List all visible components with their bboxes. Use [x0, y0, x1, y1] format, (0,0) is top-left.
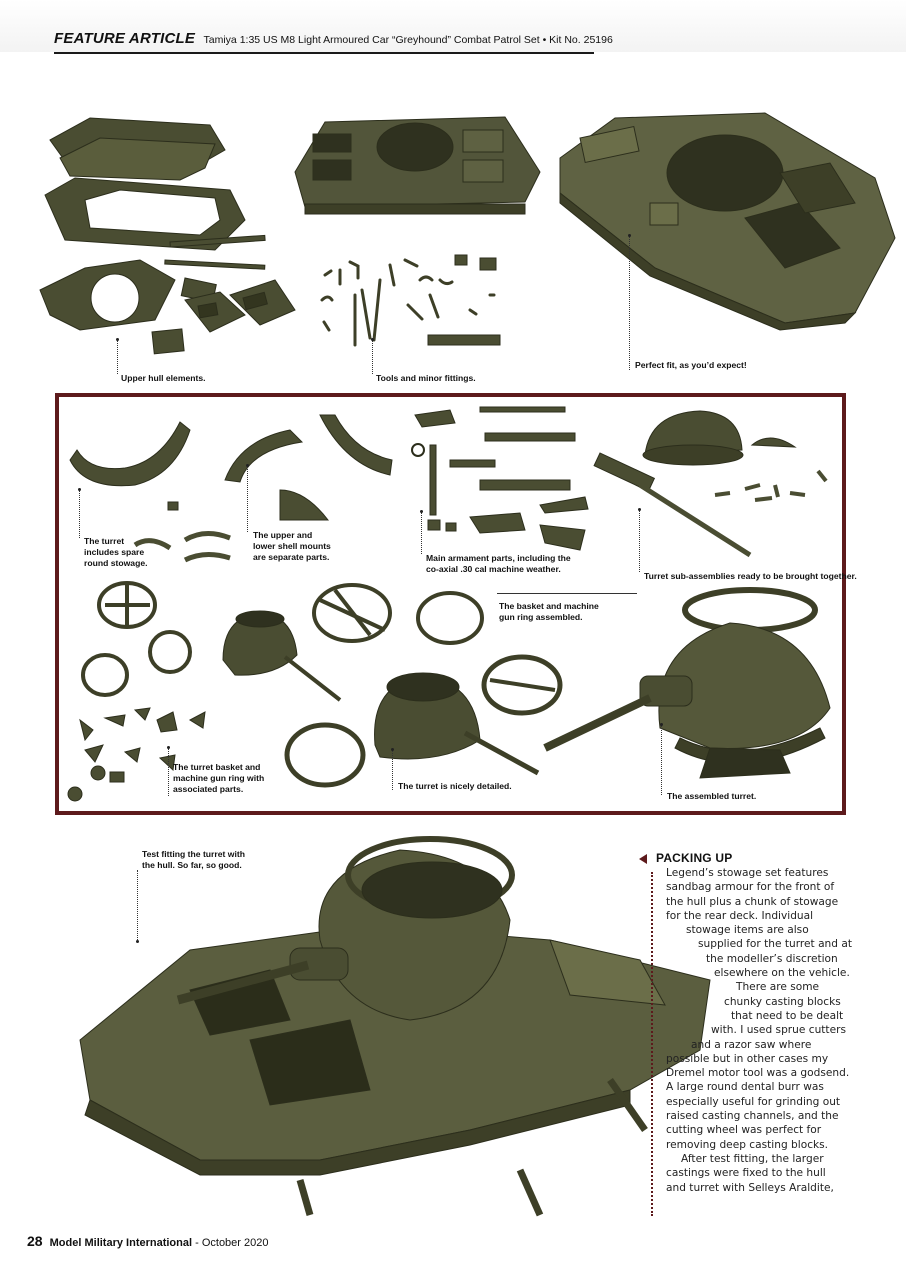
- leader-dot: [391, 748, 394, 751]
- caption-basket-assembled: The basket and machine gun ring assemble…: [499, 601, 599, 622]
- photo-turret-detailed: [284, 654, 563, 788]
- leader-dot: [136, 940, 139, 943]
- caption-basket-parts: The turret basket and machine gun ring w…: [173, 762, 265, 794]
- caption-tools: Tools and minor fittings.: [376, 373, 476, 383]
- leader-dot: [116, 338, 119, 341]
- article-body: Legend’s stowage set features sandbag ar…: [666, 867, 853, 1194]
- caption-assembled-turret: The assembled turret.: [667, 791, 757, 801]
- issue-date: - October 2020: [195, 1237, 269, 1249]
- leader-line-test-fitting: [137, 870, 139, 942]
- caption-shell-mounts: The upper and lower shell mounts are sep…: [253, 530, 331, 562]
- photo-upper-hull-assembled: [294, 116, 541, 215]
- photo-turret-shell: [69, 421, 191, 487]
- leader-line-assembled-turret: [661, 725, 663, 795]
- divider-line: [497, 593, 637, 595]
- photo-basket-rings: [312, 583, 484, 645]
- magazine-name: Model Military International: [49, 1237, 193, 1249]
- photo-upper-hull-elements: [39, 117, 296, 355]
- leader-dot: [638, 508, 641, 511]
- column-dotted-rule: [651, 872, 654, 1216]
- page-number: 28: [27, 1233, 43, 1249]
- article-column: PACKING UP Legend’s stowage set features…: [639, 851, 853, 1195]
- caption-main-armament: Main armament parts, including the co-ax…: [426, 553, 571, 574]
- photo-turret-with-gun-small: [222, 610, 342, 702]
- feature-label: FEATURE ARTICLE: [54, 30, 196, 47]
- caption-perfect-fit: Perfect fit, as you’d expect!: [635, 360, 747, 370]
- leader-line-basket-parts: [168, 748, 170, 796]
- leader-dot: [420, 510, 423, 513]
- page-footer: 28 Model Military International - Octobe…: [27, 1233, 268, 1249]
- leader-dot: [660, 723, 663, 726]
- page-header: FEATURE ARTICLE Tamiya 1:35 US M8 Light …: [54, 30, 613, 54]
- photo-main-armament-parts: [411, 406, 589, 551]
- leader-line-main-armament: [421, 512, 423, 554]
- photo-basket-parts: [67, 581, 206, 802]
- photo-shell-mounts: [133, 414, 393, 563]
- photo-turret-subassemblies: [593, 410, 828, 558]
- leader-dot: [78, 488, 81, 491]
- leader-dot: [167, 746, 170, 749]
- photo-test-fit-turret-hull: [79, 836, 711, 1217]
- caption-subassemblies: Turret sub-assemblies ready to be brough…: [644, 571, 857, 581]
- caption-turret-detailed: The turret is nicely detailed.: [398, 781, 512, 791]
- leader-dot: [628, 234, 631, 237]
- photo-assembled-turret: [543, 587, 831, 779]
- leader-line-perfect-fit: [629, 236, 631, 370]
- photo-tools-fittings: [320, 254, 501, 347]
- header-subtitle: Tamiya 1:35 US M8 Light Armoured Car “Gr…: [203, 34, 613, 46]
- caption-upper-hull: Upper hull elements.: [121, 373, 206, 383]
- leader-line-turret-stowage: [79, 490, 81, 538]
- photo-hull-perfect-fit: [559, 112, 896, 331]
- caption-test-fitting: Test fitting the turret with the hull. S…: [142, 849, 245, 870]
- leader-line-upper-hull: [117, 340, 119, 374]
- caption-turret-stowage: The turret includes spare round stowage.: [84, 536, 148, 568]
- heading-arrow-icon: [639, 854, 647, 864]
- leader-line-shell-mounts: [247, 466, 249, 532]
- leader-dot: [371, 338, 374, 341]
- header-band: [0, 0, 906, 52]
- leader-line-turret-detailed: [392, 750, 394, 790]
- leader-dot: [246, 464, 249, 467]
- article-heading: PACKING UP: [656, 851, 733, 865]
- leader-line-tools: [372, 340, 374, 374]
- leader-line-subassemblies: [639, 510, 641, 572]
